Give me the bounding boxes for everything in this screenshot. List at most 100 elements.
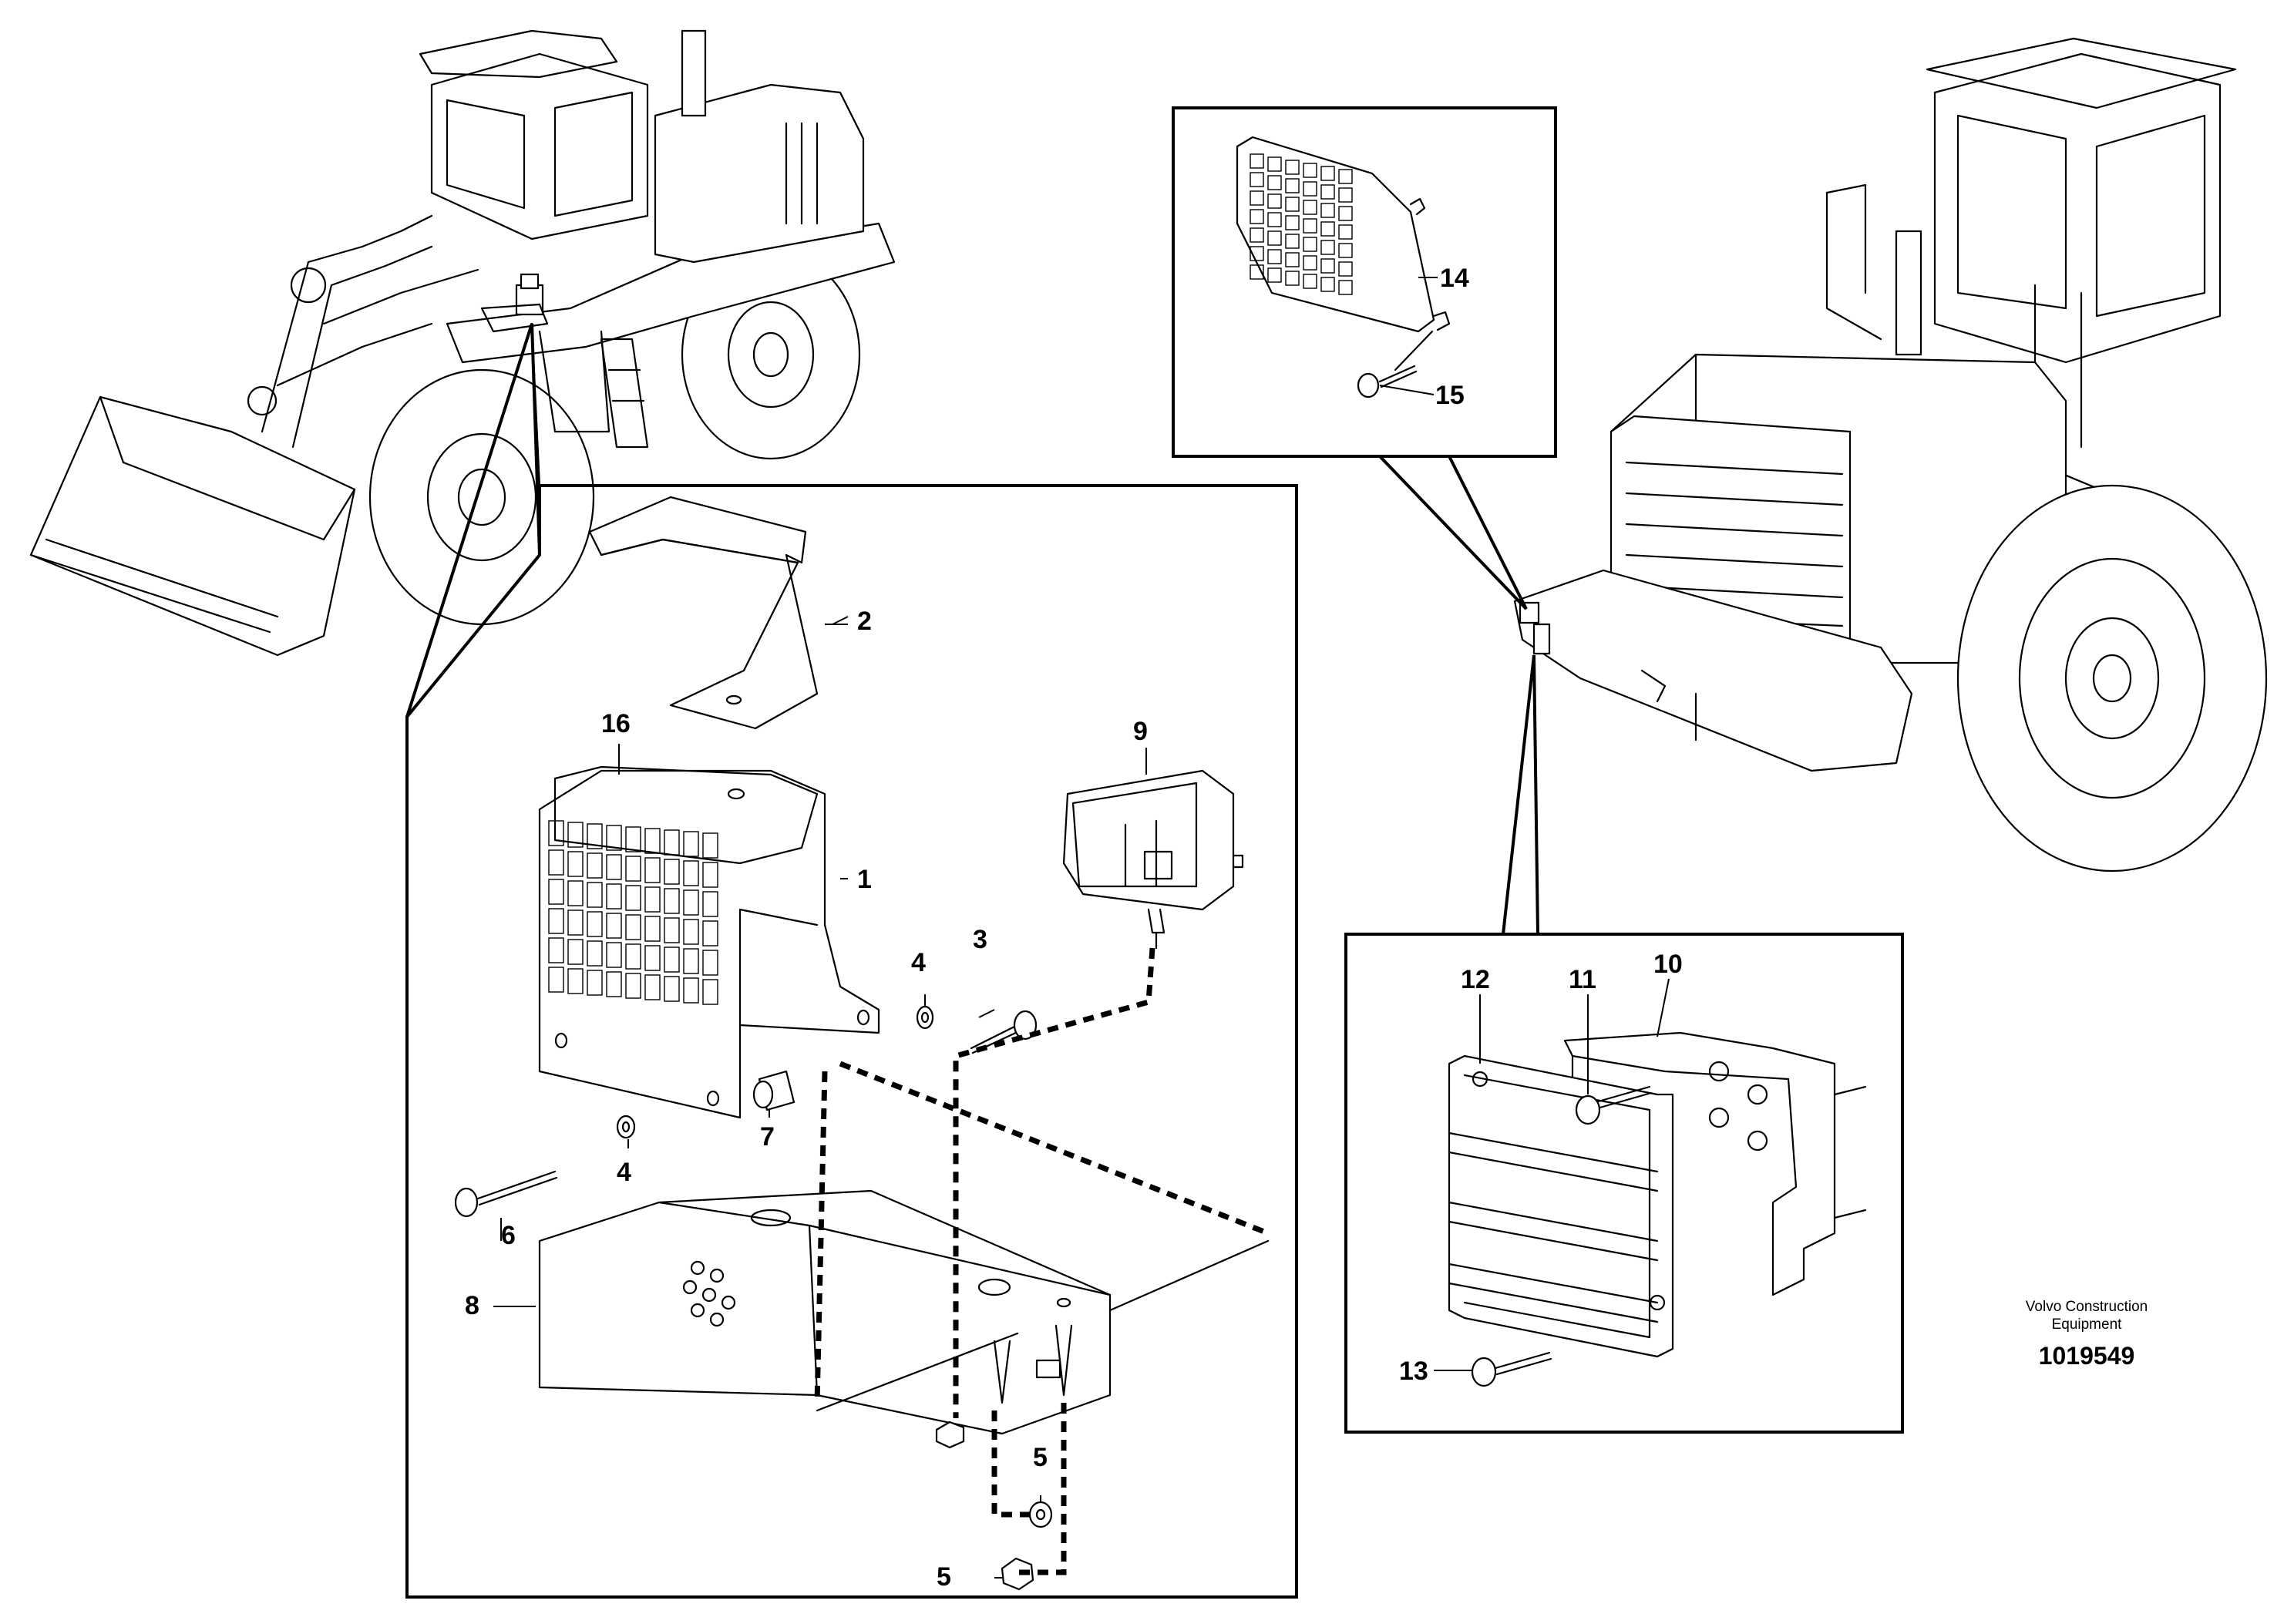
grid-cell — [1267, 230, 1282, 246]
callout-1: 1 — [857, 865, 872, 894]
grid-cell — [1320, 221, 1335, 237]
grid-cell — [1285, 271, 1300, 286]
grid-cell — [567, 939, 584, 965]
grid-cell — [644, 974, 661, 1000]
grid-cell — [567, 822, 584, 848]
grid-cell — [567, 968, 584, 994]
grid-cell — [1250, 227, 1264, 243]
grid-cell — [548, 849, 564, 876]
grid-cell — [683, 948, 699, 974]
grid-cell — [1303, 163, 1317, 178]
grid-cell — [1303, 181, 1317, 197]
grid-cell — [1303, 237, 1317, 252]
grid-cell — [683, 977, 699, 1004]
callout-15: 15 — [1435, 381, 1465, 410]
part-spacer-7 — [752, 1070, 796, 1111]
grid-cell — [664, 829, 680, 856]
grid-cell — [1267, 156, 1282, 172]
callout-9: 9 — [1133, 717, 1148, 746]
grid-cell — [1320, 240, 1335, 255]
part-washer-4b — [616, 1115, 636, 1139]
grid-cell — [606, 913, 622, 939]
grid-cell — [683, 860, 699, 886]
callout-16: 16 — [601, 709, 631, 738]
grid-cell — [1303, 274, 1317, 289]
part-washer-4a — [916, 1005, 934, 1030]
grid-cell — [1303, 255, 1317, 271]
grid-cell — [587, 970, 603, 996]
part-bolt-6 — [454, 1170, 558, 1218]
grid-cell — [1267, 193, 1282, 209]
assembly-lines — [814, 947, 1270, 1575]
grid-cell — [1250, 264, 1264, 280]
part-work-lamp — [1062, 769, 1244, 950]
grid-cell — [625, 826, 641, 852]
grid-cell — [1267, 175, 1282, 190]
grid-cell — [1338, 169, 1353, 184]
grid-cell — [606, 942, 622, 968]
grid-cell — [1320, 184, 1335, 200]
grid-cell — [1285, 197, 1300, 212]
part-cover — [588, 496, 819, 730]
grid-cell — [548, 908, 564, 934]
wheel-loader-right-illustration — [1513, 37, 2268, 873]
grid-cell — [664, 859, 680, 885]
brand-line-2: Equipment — [2052, 1316, 2123, 1333]
grid-cell — [1338, 243, 1353, 258]
grid-cell — [683, 919, 699, 945]
grid-cell — [644, 857, 661, 883]
grid-cell — [587, 852, 603, 879]
callout-13: 13 — [1399, 1357, 1428, 1386]
grid-cell — [1320, 258, 1335, 274]
grid-cell — [625, 914, 641, 940]
callout-12: 12 — [1461, 965, 1490, 994]
grid-cell — [1250, 190, 1264, 206]
part-bolt-15 — [1357, 365, 1418, 398]
grid-cell — [548, 820, 564, 846]
grid-cell — [548, 937, 564, 963]
callout-4-upper: 4 — [911, 948, 926, 977]
callout-2: 2 — [857, 607, 872, 636]
callout-5-upper: 5 — [1033, 1443, 1048, 1472]
callout-6: 6 — [501, 1221, 516, 1250]
part-bolt-13 — [1471, 1351, 1552, 1387]
grid-cell — [1303, 218, 1317, 234]
callout-5-lower: 5 — [937, 1562, 951, 1592]
grid-cell — [587, 823, 603, 849]
part-guard-plate — [538, 765, 880, 1119]
callout-14: 14 — [1440, 264, 1469, 293]
part-nut-5b — [1001, 1557, 1034, 1591]
part-grille-guard — [1236, 136, 1451, 372]
grid-cell — [702, 832, 718, 859]
doc-number: 1019549 — [2039, 1342, 2135, 1370]
grid-cell — [1320, 166, 1335, 181]
grid-cell — [1338, 187, 1353, 203]
callout-7: 7 — [760, 1122, 775, 1152]
callout-10: 10 — [1653, 950, 1683, 979]
grid-cell — [625, 973, 641, 999]
grid-cell — [664, 946, 680, 973]
grid-cell — [1320, 277, 1335, 292]
grid-cell — [644, 886, 661, 913]
brand-line-1: Volvo Construction — [2026, 1299, 2148, 1315]
guard-grid — [548, 820, 718, 1005]
grid-cell — [1303, 200, 1317, 215]
grid-cell — [587, 911, 603, 937]
grid-cell — [683, 889, 699, 916]
grid-cell — [625, 885, 641, 911]
part-base-bracket — [538, 1189, 1112, 1435]
grid-cell — [702, 950, 718, 976]
callout-3: 3 — [973, 925, 987, 954]
leader-lines — [493, 277, 1670, 1579]
grid-cell — [1250, 172, 1264, 187]
grid-cell — [587, 940, 603, 967]
grid-cell — [1285, 178, 1300, 193]
grid-cell — [1250, 246, 1264, 261]
grid-cell — [1338, 280, 1353, 295]
wheel-loader-left-illustration — [29, 29, 896, 657]
part-mounting-bracket — [1563, 1031, 1867, 1296]
grid-cell — [1285, 234, 1300, 249]
callout-8: 8 — [465, 1291, 479, 1320]
grid-cell — [1338, 206, 1353, 221]
